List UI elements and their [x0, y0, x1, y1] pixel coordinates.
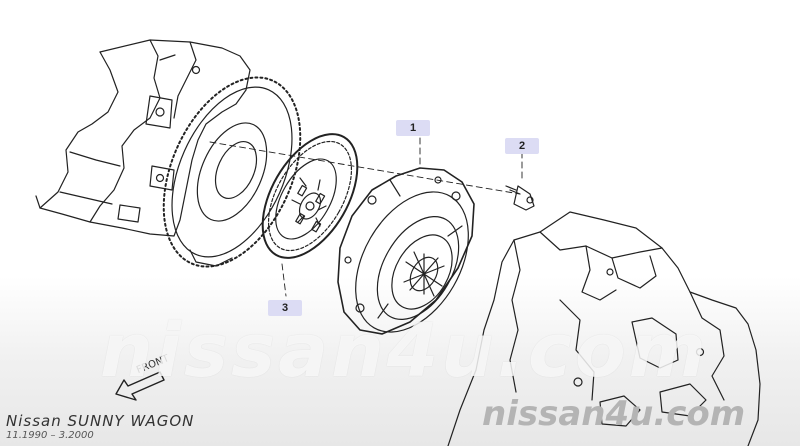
callout-2: 2 — [505, 138, 539, 154]
callout-3: 3 — [268, 300, 302, 316]
callout-1: 1 — [396, 120, 430, 136]
watermark-large: nissan4u.com — [100, 308, 709, 394]
transmission-housing — [35, 39, 251, 237]
flywheel — [162, 76, 302, 268]
clutch-cover — [337, 167, 475, 335]
front-arrow-icon — [115, 371, 165, 401]
production-dates: 11.1990 – 3.2000 — [6, 430, 94, 441]
clutch-disc — [261, 133, 359, 259]
reference-lines — [209, 137, 523, 297]
model-title: Nissan SUNNY WAGON — [6, 412, 195, 430]
engine-block — [447, 211, 761, 446]
bolt — [505, 185, 535, 211]
watermark-small: nissan4u.com — [482, 394, 746, 434]
